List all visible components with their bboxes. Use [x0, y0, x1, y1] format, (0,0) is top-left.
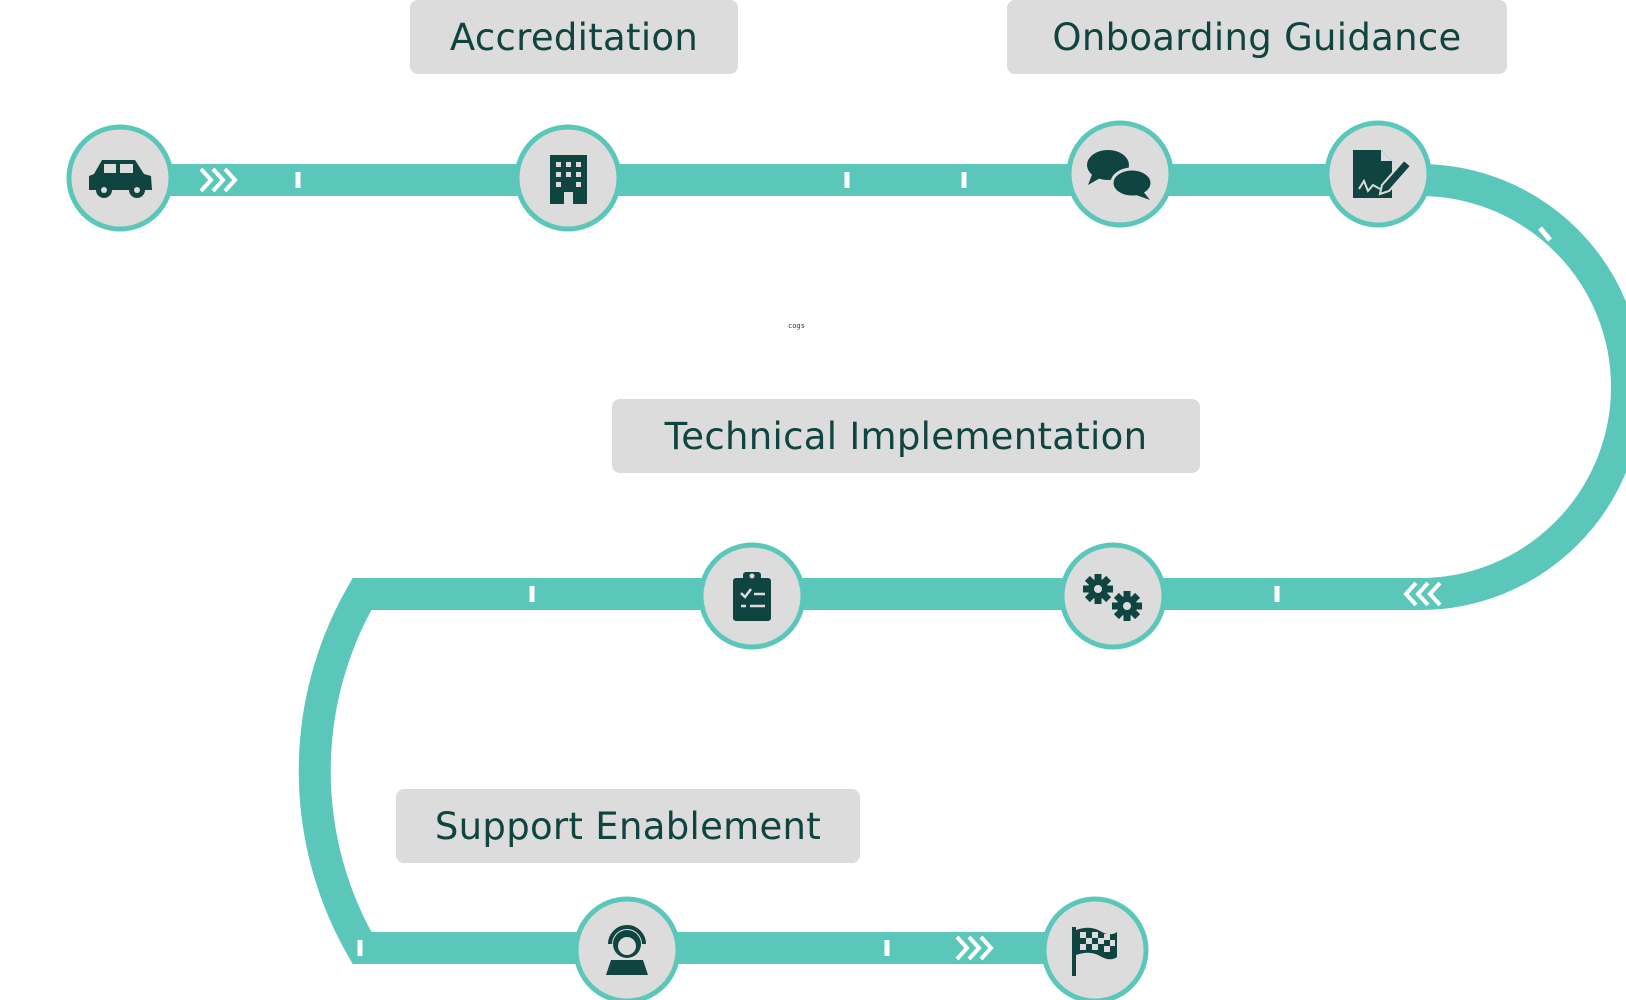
- chat-bubbles-icon: [1087, 150, 1154, 200]
- tiny-caption: cogs: [788, 322, 805, 330]
- car-icon: [89, 160, 152, 198]
- chevron-arrows-start: [199, 167, 238, 193]
- stage-label-accreditation: Accreditation: [410, 0, 738, 74]
- clipboard-check-icon: [733, 572, 771, 621]
- support-agent-icon: [606, 925, 648, 975]
- document-sign-icon: [1353, 150, 1413, 198]
- track-dashes: [295, 172, 1552, 956]
- cogs-icon: [1083, 574, 1142, 621]
- node-technical-cogs: [1059, 542, 1167, 650]
- node-circles: [66, 120, 1432, 1000]
- stage-label-onboarding-guidance: Onboarding Guidance: [1007, 0, 1507, 74]
- stage-label-support-enablement: Support Enablement: [396, 789, 860, 863]
- stage-label-technical-implementation: Technical Implementation: [612, 399, 1200, 473]
- building-icon: [550, 155, 587, 204]
- roadmap-track: [120, 164, 1626, 964]
- checkered-flag-icon: [1072, 927, 1117, 976]
- chevron-arrows-finish: [955, 935, 994, 961]
- chevron-arrows-return: [1403, 581, 1442, 607]
